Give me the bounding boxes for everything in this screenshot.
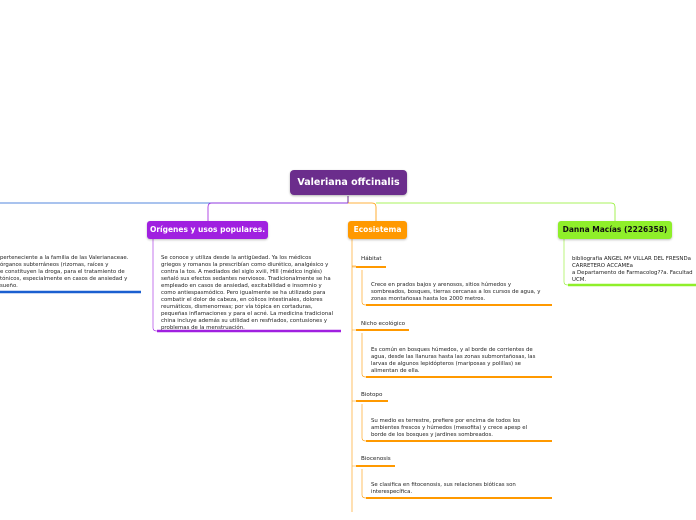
note-nicho[interactable]: Es común en bosques húmedos, y al borde … <box>371 347 536 374</box>
topic-ecosistema[interactable]: Ecosistema <box>348 221 407 239</box>
subtopic-biotopo[interactable]: Biotopo <box>361 392 383 398</box>
note-biotopo[interactable]: Su medio es terrestre, prefiere por enci… <box>371 418 528 438</box>
subtopic-habitat[interactable]: Hábitat <box>361 256 382 262</box>
subtopic-biocenosis[interactable]: Biocenosis <box>361 456 391 462</box>
note-habitat[interactable]: Crece en prados bajos y arenosos, sitios… <box>371 282 541 302</box>
root-topic[interactable]: Valeriana offcinalis <box>290 170 407 195</box>
note-left-partial[interactable]: perteneciente a la familia de las Valeri… <box>0 255 129 289</box>
topic-origenes[interactable]: Orígenes y usos populares. <box>147 221 268 239</box>
topic-danna[interactable]: Danna Macías (2226358) <box>558 221 672 239</box>
note-origenes[interactable]: Se conoce y utiliza desde la antigüedad.… <box>161 255 334 331</box>
note-biocenosis[interactable]: Se clasifica en fitocenosis, sus relacio… <box>371 482 516 495</box>
note-danna[interactable]: bibliografía ÁNGEL Mª VILLAR DEL FRESNDa… <box>572 256 693 283</box>
subtopic-nicho[interactable]: Nicho ecológico <box>361 321 406 327</box>
